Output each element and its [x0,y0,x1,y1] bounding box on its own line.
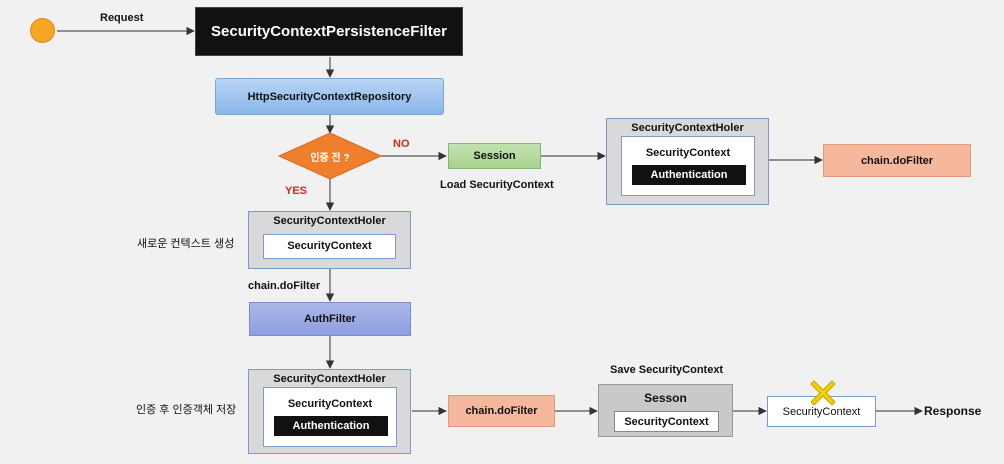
holder-inner: SecurityContext [263,234,396,259]
decision-diamond [278,132,382,180]
decision-label: 인증 전 ? [310,153,350,164]
sesson-box: Sesson SecurityContext [598,384,733,437]
after-auth-note: 인증 후 인증객체 저장 [136,404,237,416]
security-context-label: SecurityContext [645,147,731,159]
new-context-note: 새로운 컨텍스트 생성 [137,238,235,250]
authentication-box: Authentication [274,416,388,436]
persistence-filter-box: SecurityContextPersistenceFilter [195,7,463,56]
holder-title: SecurityContextHoler [631,122,744,134]
sesson-title: Sesson [644,391,687,405]
authentication-box: Authentication [632,165,746,185]
start-node [30,18,55,43]
holder-inner: SecurityContext Authentication [621,136,755,196]
security-context-label: SecurityContext [287,398,373,410]
request-label: Request [100,12,144,24]
auth-filter-box: AuthFilter [249,302,411,336]
holder-title: SecurityContextHoler [273,215,386,227]
no-label: NO [393,138,410,150]
chain-filter-bottom-box: chain.doFilter [448,395,555,427]
session-box: Session [448,143,541,169]
cross-icon [810,380,836,406]
holder-title: SecurityContextHoler [273,373,386,385]
security-context-label: SecurityContext [624,416,709,428]
holder-top-right: SecurityContextHoler SecurityContext Aut… [606,118,769,205]
response-label: Response [924,404,982,418]
cleared-context-box: SecurityContext [767,396,876,427]
security-context-label: SecurityContext [287,240,372,252]
chain-filter-mid-label: chain.doFilter [248,280,321,292]
chain-filter-right-box: chain.doFilter [823,144,971,177]
holder-inner: SecurityContext Authentication [263,387,397,447]
sesson-inner: SecurityContext [614,411,719,432]
holder-middle: SecurityContextHoler SecurityContext [248,211,411,269]
save-context-label: Save SecurityContext [610,364,724,376]
load-context-label: Load SecurityContext [440,179,554,191]
yes-label: YES [285,185,308,197]
holder-bottom: SecurityContextHoler SecurityContext Aut… [248,369,411,454]
repository-box: HttpSecurityContextRepository [215,78,444,115]
